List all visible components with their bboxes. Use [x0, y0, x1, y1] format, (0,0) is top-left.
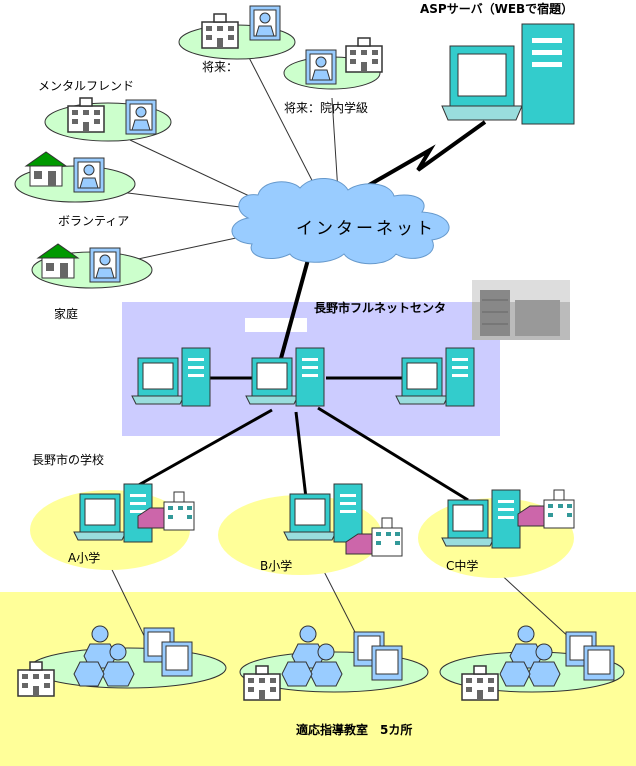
internet-cloud — [231, 178, 450, 265]
person-monitor-icon — [125, 99, 157, 135]
future-label-1: 将来： — [202, 60, 238, 74]
future-label-2: 将来：院内学級 — [284, 100, 368, 115]
school-b-pc-icon — [283, 483, 363, 543]
center-label: 長野市フルネットセンタ — [314, 300, 446, 315]
person-monitor-icon — [73, 157, 105, 193]
house-icon — [25, 151, 67, 187]
internet-links — [119, 39, 339, 263]
person-monitor-icon — [305, 49, 337, 85]
school-c-label: C中学 — [446, 558, 478, 573]
school-b-label: B小学 — [260, 558, 292, 573]
person-monitor-icon — [249, 5, 281, 41]
school-a-label: A小学 — [68, 550, 100, 565]
mental-friend-label: メンタルフレンド — [38, 79, 134, 93]
home-label: 家庭 — [54, 306, 78, 321]
city-schools-label: 長野市の学校 — [32, 452, 104, 467]
asp-server-icon — [441, 23, 575, 125]
volunteer-label: ボランティア — [58, 214, 129, 228]
classrooms-label: 適応指導教室 5カ所 — [296, 722, 412, 737]
asp-link — [349, 120, 487, 198]
school-c-pc-icon — [441, 489, 521, 549]
building-icon — [201, 13, 239, 49]
center-photo — [472, 280, 570, 340]
internet-label: インターネット — [296, 219, 436, 239]
center-label-box — [245, 318, 307, 332]
person-monitor-icon — [89, 247, 121, 283]
building-icon — [345, 37, 383, 73]
school-c-building-icon — [517, 489, 575, 529]
house-icon — [37, 243, 79, 279]
internet-center-link — [278, 244, 314, 363]
asp-server-label: ASPサーバ（WEBで宿題） — [420, 1, 573, 16]
